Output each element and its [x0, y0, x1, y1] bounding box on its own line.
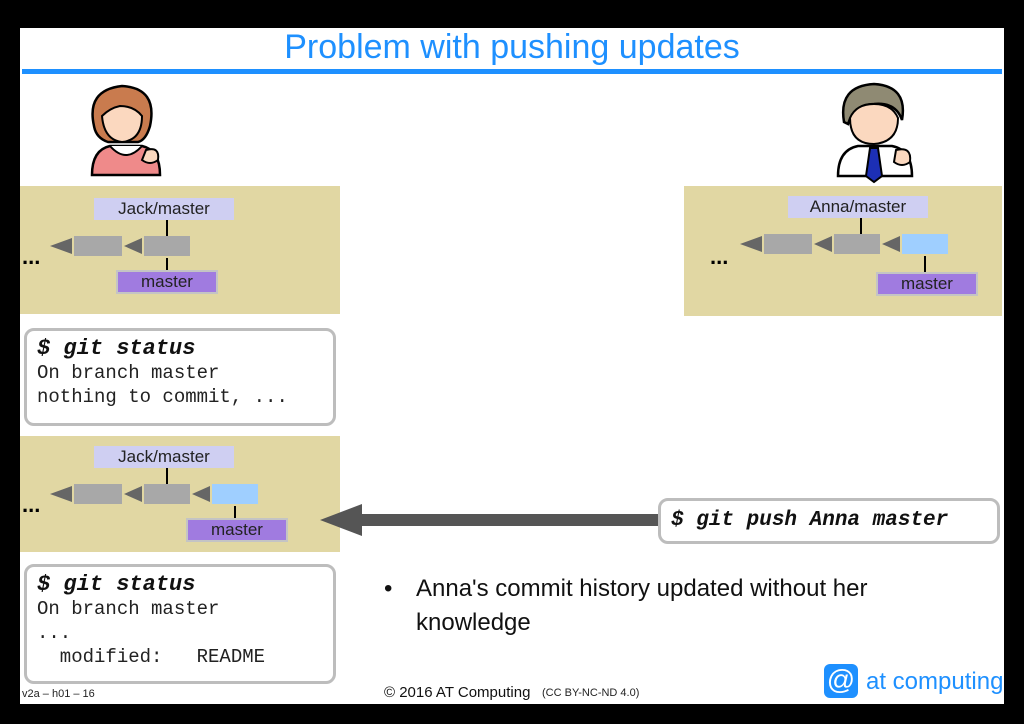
- terminal-line: On branch master: [37, 598, 220, 620]
- terminal-line: modified: README: [37, 646, 266, 668]
- commit-arrow-icon: [50, 238, 72, 254]
- branch-label: master: [118, 272, 216, 292]
- commit-arrow-icon: [740, 236, 762, 252]
- branch-connector: [924, 256, 926, 272]
- remote-ref-label: Jack/master: [94, 198, 234, 220]
- jack-repo-panel-top: Jack/master master: [20, 186, 340, 314]
- copyright: © 2016 AT Computing: [384, 684, 531, 701]
- remote-ref-label: Jack/master: [94, 446, 234, 468]
- title-rule: [22, 69, 1002, 74]
- bullet-line: Anna's commit history updated without he…: [416, 575, 868, 602]
- terminal-line: On branch master: [37, 362, 220, 384]
- jack-repo-panel-bottom: Jack/master master: [20, 436, 340, 552]
- branch-label: master: [878, 274, 976, 294]
- bullet-line: knowledge: [416, 609, 531, 636]
- ellipsis: ...: [22, 492, 41, 517]
- commit: [74, 236, 122, 256]
- commit: [144, 236, 190, 256]
- slide-id: v2a – h01 – 16: [22, 688, 95, 700]
- terminal-command: $ git status: [37, 572, 196, 597]
- anna-repo-panel: Anna/master master: [684, 186, 1002, 316]
- commit-arrow-icon: [882, 236, 900, 252]
- page-title: Problem with pushing updates: [284, 28, 740, 66]
- commit: [764, 234, 812, 254]
- terminal-command: $ git status: [37, 336, 196, 361]
- commit-arrow-icon: [192, 486, 210, 502]
- commit-chain: [50, 236, 190, 256]
- terminal-line: ...: [37, 622, 72, 644]
- new-commit: [902, 234, 948, 254]
- license: (CC BY-NC-ND 4.0): [542, 687, 640, 699]
- ref-connector: [166, 468, 168, 484]
- commit: [834, 234, 880, 254]
- ellipsis: ...: [22, 244, 41, 269]
- woman-avatar-icon: [90, 84, 162, 177]
- branch-label: master: [188, 520, 286, 540]
- ref-connector: [166, 220, 168, 236]
- terminal-line: nothing to commit, ...: [37, 386, 288, 408]
- slide: Problem with pushing updates Jack/master…: [20, 28, 1004, 704]
- ellipsis: ...: [710, 244, 729, 269]
- bullet-marker: •: [384, 575, 393, 602]
- commit: [74, 484, 122, 504]
- bullet-text: Anna's commit history updated without he…: [416, 572, 976, 640]
- new-commit: [212, 484, 258, 504]
- push-arrow-icon: [320, 504, 660, 536]
- branch-connector: [166, 258, 168, 272]
- branch-connector: [234, 506, 236, 520]
- commit-chain: [740, 234, 948, 254]
- commit: [144, 484, 190, 504]
- commit-chain: [50, 484, 258, 504]
- terminal-git-status-top: $ git status On branch master nothing to…: [24, 328, 336, 426]
- commit-arrow-icon: [814, 236, 832, 252]
- commit-arrow-icon: [124, 486, 142, 502]
- push-command-box: $ git push Anna master: [658, 498, 1000, 544]
- commit-arrow-icon: [50, 486, 72, 502]
- brand-name: at computing: [866, 668, 1004, 695]
- terminal-git-status-bottom: $ git status On branch master ... modifi…: [24, 564, 336, 684]
- man-avatar-icon: [836, 82, 914, 184]
- remote-ref-label: Anna/master: [788, 196, 928, 218]
- commit-arrow-icon: [124, 238, 142, 254]
- at-logo-icon: @: [824, 664, 858, 698]
- ref-connector: [860, 218, 862, 234]
